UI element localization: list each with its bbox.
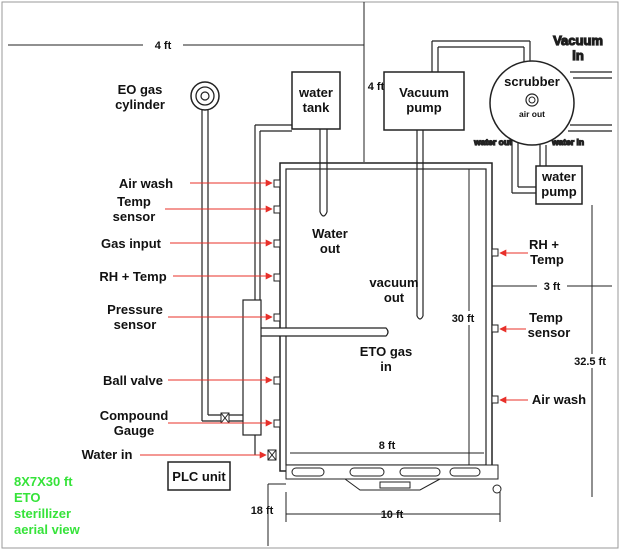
- right-offset-dimension: 3 ft: [492, 279, 612, 293]
- top-width-dimension: 4 ft: [8, 38, 364, 52]
- air-wash-right-label: Air wash: [532, 392, 586, 407]
- eo-cylinder-label-2: cylinder: [115, 97, 165, 112]
- gas-input-label: Gas input: [101, 236, 162, 251]
- water-pump: water pump: [535, 165, 583, 205]
- outer-width-label: 10 ft: [381, 509, 404, 521]
- water-pump-label-1: water: [541, 169, 576, 184]
- scrubber-outlet-label: air out: [519, 109, 545, 119]
- eto-gas-in-label-2: in: [380, 359, 392, 374]
- water-out-pipe: [319, 129, 328, 217]
- water-out-label-1: Water: [312, 226, 348, 241]
- water-out-label-2: out: [320, 241, 341, 256]
- vertical-gap-label: 4 ft: [368, 81, 385, 93]
- scrubber-water-pipes: water out water in: [473, 136, 585, 194]
- vacuum-out-label-2: out: [384, 290, 405, 305]
- outer-height-label: 32.5 ft: [574, 356, 606, 368]
- ball-valve-label: Ball valve: [103, 373, 163, 388]
- outer-height-dimension: 32.5 ft: [570, 205, 612, 497]
- vacuum-pump-label-2: pump: [406, 100, 441, 115]
- scrubber-label: scrubber: [504, 74, 560, 89]
- pipe-valve-icon: [220, 412, 230, 424]
- water-in-valve-icon: [267, 449, 277, 461]
- eto-gas-in-label-1: ETO gas: [360, 344, 413, 359]
- eo-cylinder-label-1: EO gas: [118, 82, 163, 97]
- inner-width-label: 8 ft: [379, 440, 396, 452]
- water-out-small-label: water out: [473, 137, 512, 147]
- temp-sensor-right-label-1: Temp: [529, 310, 563, 325]
- right-port-markers: [491, 248, 499, 404]
- inner-height-label: 30 ft: [452, 313, 475, 325]
- eto-gas-in-pipe: [252, 327, 389, 337]
- compound-gauge-label-1: Compound: [100, 408, 169, 423]
- vacuum-in-label-1: Vacuum: [553, 33, 603, 48]
- rh-temp-right-label-2: Temp: [530, 252, 564, 267]
- vacuum-out-label-1: vacuum: [369, 275, 418, 290]
- temp-sensor-right-label-2: sensor: [528, 325, 571, 340]
- rh-temp-right-label-1: RH +: [529, 237, 559, 252]
- water-in-label: Water in: [82, 447, 133, 462]
- plc-unit-label: PLC unit: [172, 469, 226, 484]
- outer-width-dimension: 10 ft: [285, 492, 501, 522]
- base-gap-dimension: 18 ft: [251, 483, 286, 546]
- caption-block: 8X7X30 ft ETO sterillizer aerial view: [14, 474, 81, 537]
- water-tank: water tank: [291, 71, 341, 130]
- air-wash-left-label: Air wash: [119, 176, 173, 191]
- eo-gas-cylinder: EO gas cylinder: [115, 81, 220, 112]
- vacuum-out-pipe: [416, 130, 424, 320]
- right-port-labels: RH + Temp Temp sensor Air wash: [499, 237, 586, 407]
- left-port-labels: Air wash Temp sensor Gas input RH + Temp…: [82, 176, 273, 462]
- pressure-sensor-label-2: sensor: [114, 317, 157, 332]
- vacuum-pump-label-1: Vacuum: [399, 85, 449, 100]
- base-gap-label: 18 ft: [251, 505, 274, 517]
- eo-gas-pipe: [201, 110, 248, 422]
- water-tank-label-2: tank: [303, 100, 331, 115]
- vacuum-in-label-2: in: [572, 48, 584, 63]
- vacuum-pump: Vacuum pump: [383, 71, 465, 131]
- right-offset-label: 3 ft: [544, 281, 561, 293]
- compound-gauge-label-2: Gauge: [114, 423, 154, 438]
- pressure-sensor-label-1: Pressure: [107, 302, 163, 317]
- plc-unit: PLC unit: [167, 461, 231, 491]
- inner-width-dimension: 8 ft: [290, 440, 484, 454]
- caption-line-4: aerial view: [14, 522, 81, 537]
- water-tank-label-1: water: [298, 85, 333, 100]
- left-port-markers: [273, 179, 281, 428]
- water-pump-label-2: pump: [541, 184, 576, 199]
- caption-line-3: sterillizer: [14, 506, 71, 521]
- caption-line-1: 8X7X30 ft: [14, 474, 73, 489]
- temp-sensor-left-label-1: Temp: [117, 194, 151, 209]
- door-assembly: [285, 464, 502, 494]
- inner-height-dimension: 30 ft: [448, 169, 478, 465]
- scrubber: scrubber air out: [489, 60, 575, 146]
- vertical-gap-dimension: 4 ft: [363, 2, 385, 162]
- inner-labels: Water out vacuum out ETO gas in: [312, 226, 418, 374]
- temp-sensor-left-label-2: sensor: [113, 209, 156, 224]
- water-in-small-label: water in: [551, 137, 584, 147]
- caption-line-2: ETO: [14, 490, 41, 505]
- rh-temp-left-label: RH + Temp: [99, 269, 166, 284]
- vacuum-in-pipe: Vacuum in: [552, 32, 612, 132]
- top-width-label: 4 ft: [155, 40, 172, 52]
- compound-gauge-column: [242, 299, 262, 436]
